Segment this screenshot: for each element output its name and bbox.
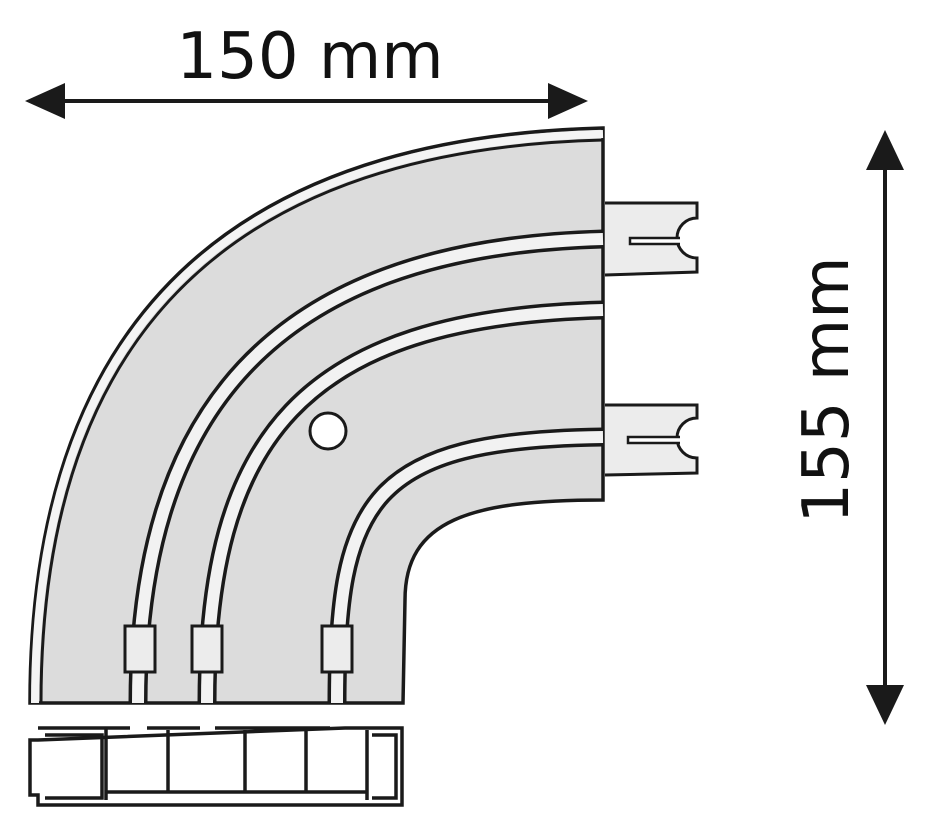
groove-connector [320, 624, 354, 674]
arrowhead-down-icon [866, 685, 904, 725]
mounting-hole-icon [308, 411, 348, 451]
width-dimension: 150 mm [25, 20, 588, 119]
width-label: 150 mm [176, 20, 443, 94]
connector-tab-bottom [604, 403, 699, 477]
outer-edge-band [39, 138, 604, 704]
track-profile-cross-section [28, 726, 404, 807]
groove-connector [123, 624, 157, 674]
height-dimension: 155 mm [790, 130, 904, 725]
track-groove-1 [128, 229, 604, 704]
track-groove-2 [197, 300, 604, 704]
height-label: 155 mm [790, 256, 864, 523]
arrowhead-left-icon [25, 83, 65, 119]
connector-tab-top [604, 201, 699, 277]
groove-connector [190, 624, 224, 674]
arrowhead-up-icon [866, 130, 904, 170]
arrowhead-right-icon [548, 83, 588, 119]
corner-track-body [28, 126, 605, 705]
